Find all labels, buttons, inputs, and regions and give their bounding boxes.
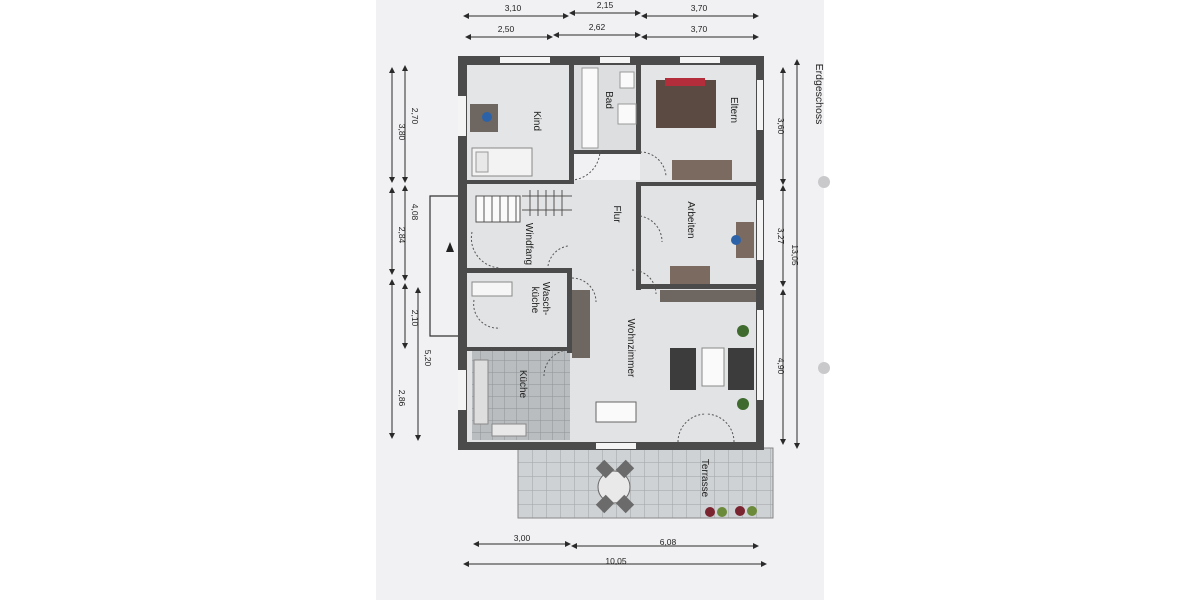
dim-top-outer-2: 2,15 [597,0,614,10]
dim-right-inner-2: 3,27 [776,228,786,245]
waschkueche-line-1: Wasch- [540,282,551,316]
dim-top-inner-3: 3,70 [691,24,708,34]
room-label-terrasse: Terrasse [699,459,710,498]
dimension-lines [389,10,800,567]
dim-top-outer-3: 3,70 [691,3,708,13]
dim-left-outer-2: 2,84 [397,227,407,244]
double-bed-icon [656,80,716,128]
waschkueche-line-2: küche [529,287,540,314]
dim-left-outer-1: 3,80 [397,124,407,141]
wardrobe-eltern [672,160,732,180]
dim-right-total: 13,05 [790,244,800,266]
dim-top-outer-1: 3,10 [505,3,522,13]
cabinet-flur [572,290,590,358]
doors [470,149,735,443]
dim-bottom-inner-1: 3,00 [514,533,531,543]
dim-right-inner-3: 4,90 [776,358,786,375]
sofa-right [728,348,754,390]
dim-left-mid-3: 2,10 [410,310,420,327]
room-label-windfang: Windfang [523,223,534,265]
bathtub-icon [581,67,599,149]
room-label-flur: Flur [611,205,622,223]
room-label-eltern: Eltern [728,97,739,123]
dining-table [595,401,637,423]
dim-bottom-inner-2: 6,08 [660,537,677,547]
dim-left-outer-3: 2,86 [397,390,407,407]
staircase-icon [475,195,521,223]
room-label-arbeiten: Arbeiten [685,201,696,238]
dim-top-inner-1: 2,50 [498,24,515,34]
plant-icon [737,325,749,410]
coffee-table [701,347,725,387]
furniture [470,67,756,437]
dimension-labels: 3,10 2,15 3,70 2,50 2,62 3,70 3,00 6,08 … [397,0,800,566]
chair-icon [731,235,741,245]
chair-icon [482,112,492,122]
room-label-waschkueche: Wasch- küche [529,282,551,318]
dim-left-mid-2: 4,08 [410,204,420,221]
dim-left-mid-long: 5,20 [423,350,433,367]
room-labels: Kind Bad Eltern Flur Arbeiten Windfang W… [517,64,825,498]
toilet-icon [619,71,635,89]
washing-machines [471,281,513,297]
dim-left-mid-1: 2,70 [410,108,420,125]
windows [458,57,763,449]
terrace [517,447,774,519]
desk-arbeiten [736,222,754,258]
room-label-kind: Kind [531,111,542,131]
binder-holes [818,176,830,374]
entrance-arrow-icon [446,242,454,252]
room-label-bad: Bad [603,91,614,109]
room-label-wohnzimmer: Wohnzimmer [625,319,636,378]
plan-title: Erdgeschoss [813,64,825,125]
sideboard [660,290,756,302]
shelf-arbeiten [670,266,710,284]
room-label-kueche: Küche [517,370,528,399]
plant-pots-icon [705,506,757,517]
dim-right-inner-1: 3,60 [776,118,786,135]
kitchen-sink [491,423,527,437]
sink-icon [617,103,637,125]
sofa-left [670,348,696,390]
dim-top-inner-2: 2,62 [589,22,606,32]
entrance-indicator [429,195,458,337]
kitchen-counter [473,359,489,425]
dim-bottom-total: 10,05 [605,556,627,566]
terrace-table-icon [595,459,635,514]
